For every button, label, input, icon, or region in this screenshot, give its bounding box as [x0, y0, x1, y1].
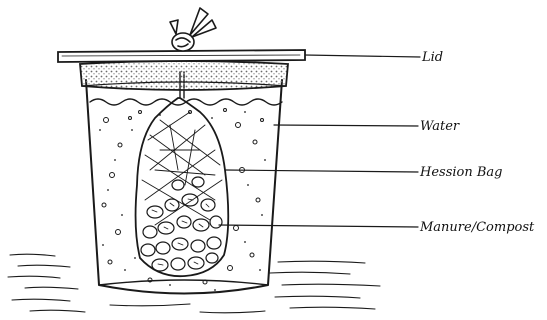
label-water: Water: [420, 119, 460, 134]
sponge-rim: [80, 61, 288, 90]
label-manure-compost: Manure/Compost: [419, 220, 535, 235]
lid-plank: [58, 50, 305, 62]
manure-leader: [219, 225, 418, 227]
lid-leader: [305, 55, 420, 57]
hession-bag: [136, 98, 229, 276]
label-lid: Lid: [421, 50, 443, 65]
bubbles: [102, 109, 264, 285]
manure-pellets: [141, 177, 222, 271]
knot: [170, 8, 216, 51]
label-hession-bag: Hession Bag: [419, 165, 503, 180]
bag-mesh: [142, 112, 222, 225]
bucket-bottom: [99, 280, 268, 285]
water-leader: [274, 125, 418, 126]
ground-lines: [8, 254, 380, 313]
bag-leader: [226, 170, 418, 172]
